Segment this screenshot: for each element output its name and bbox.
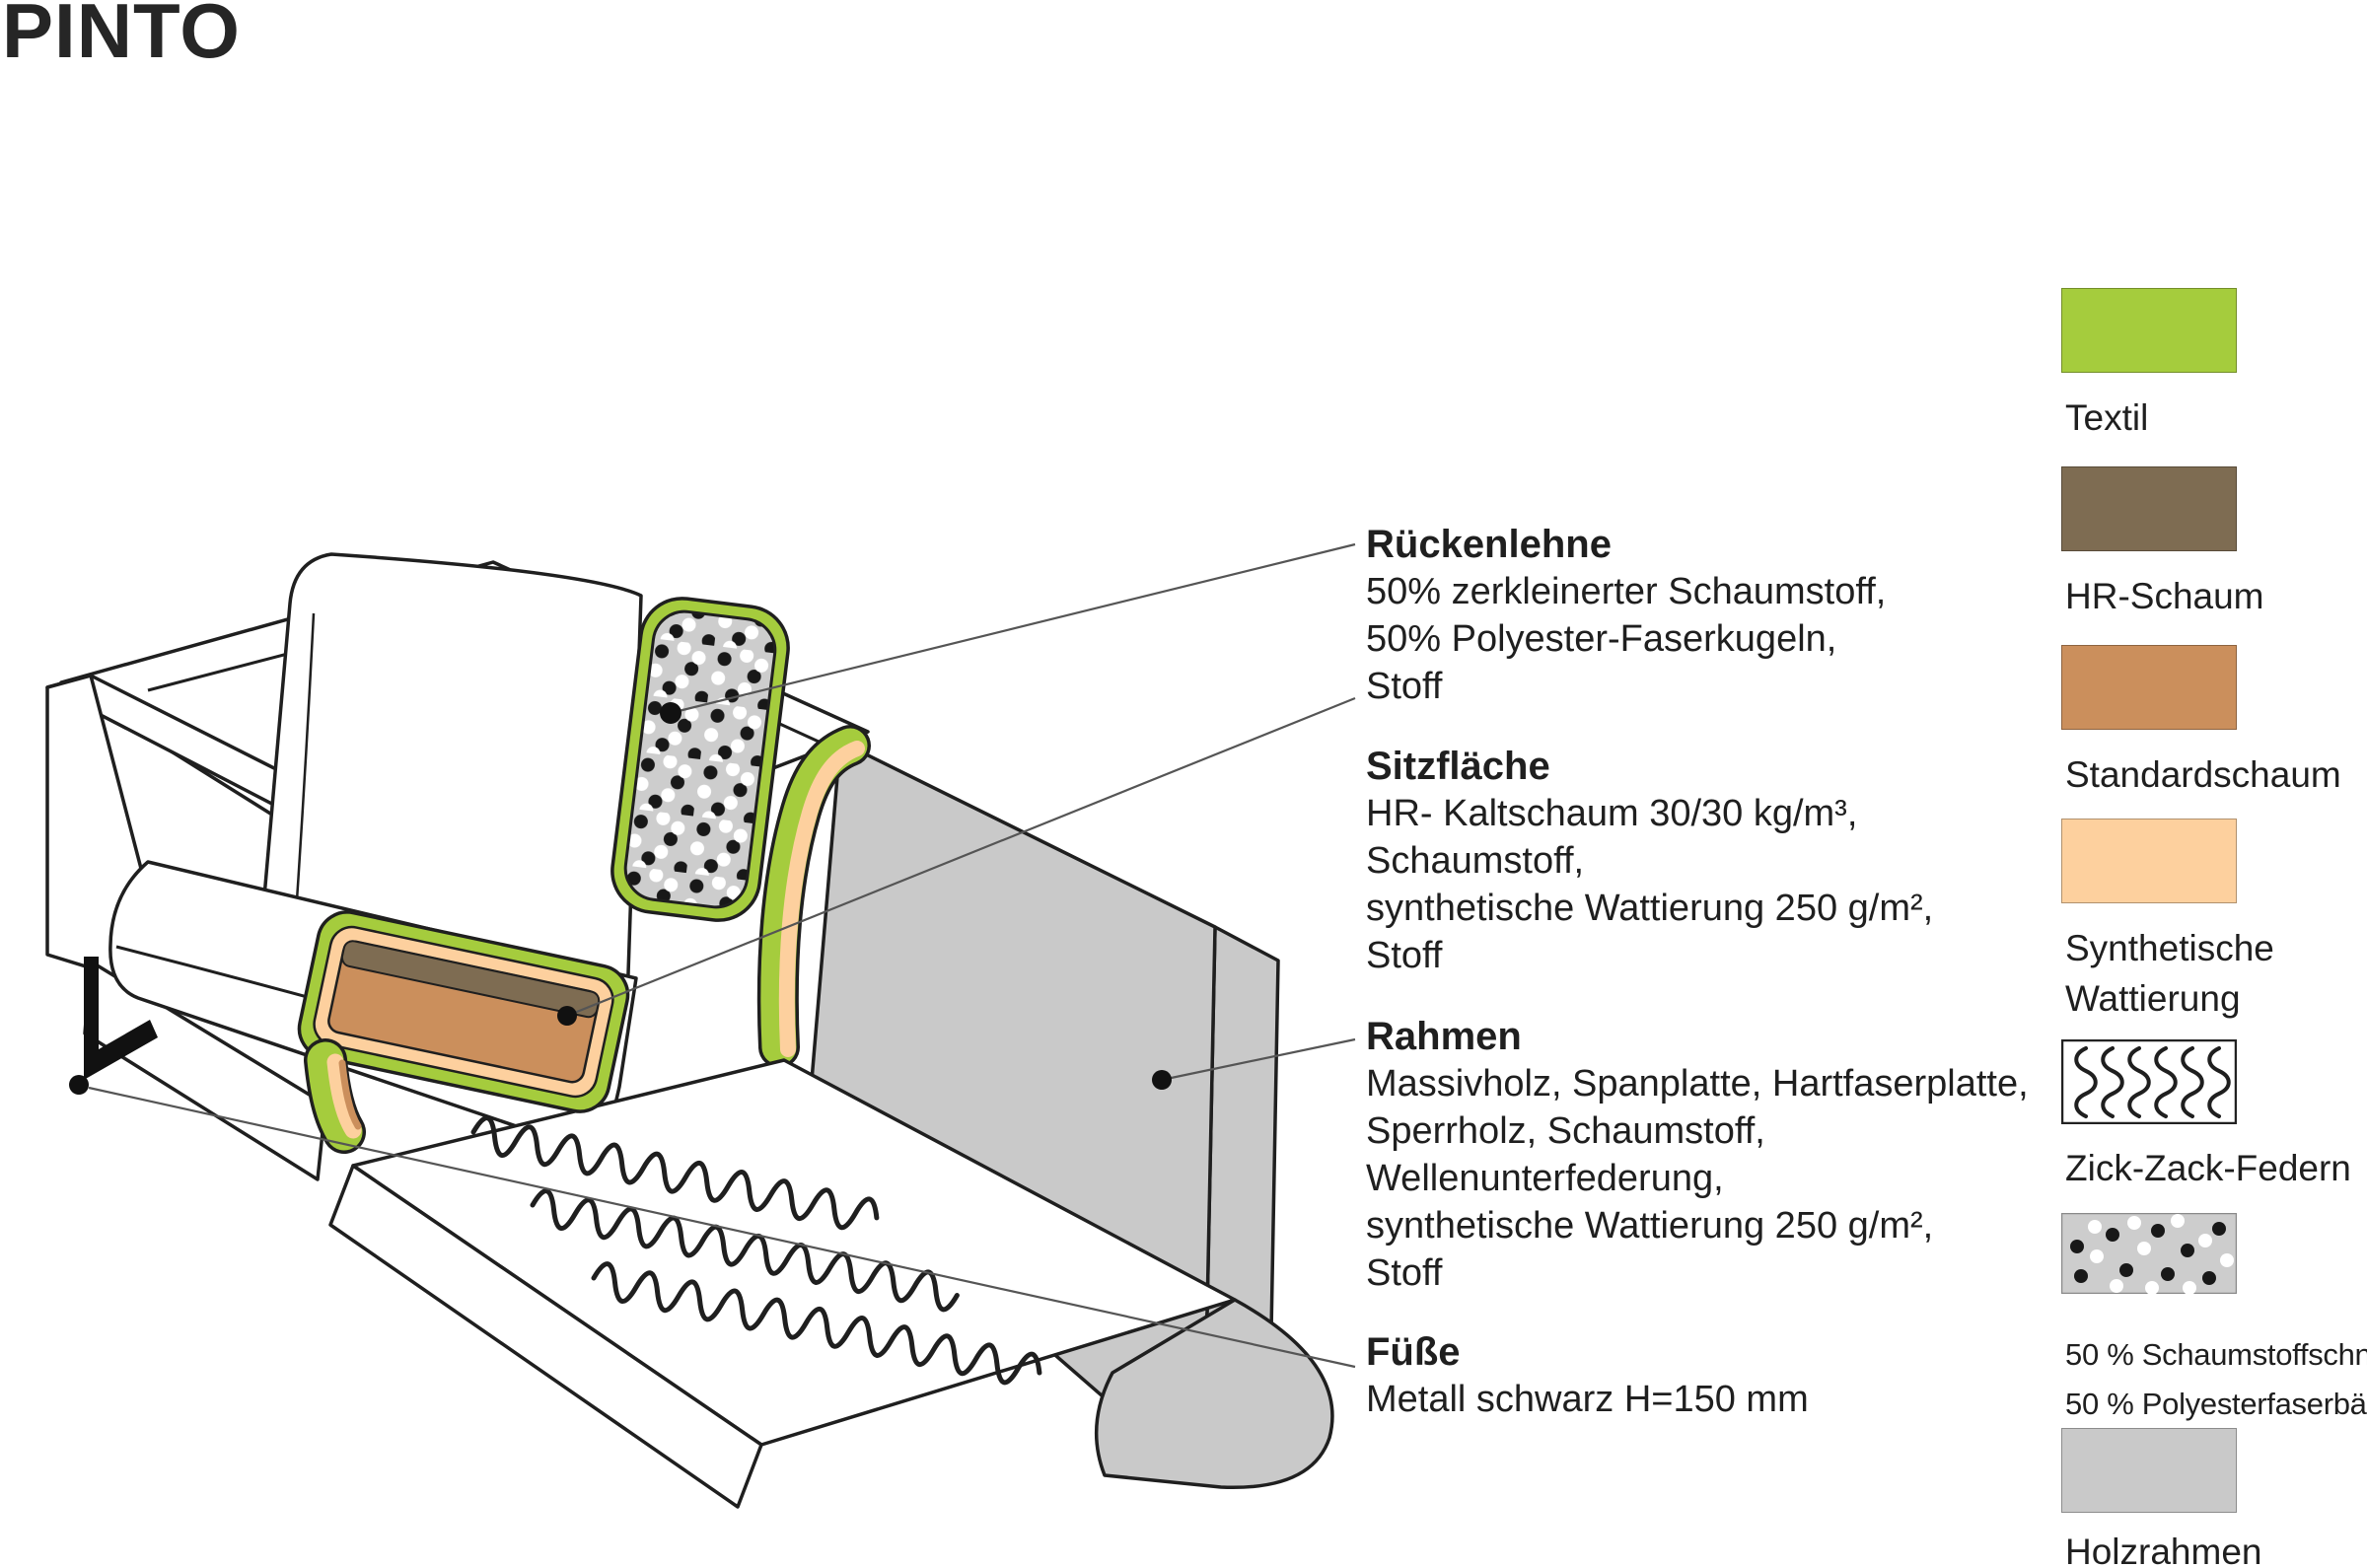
annotation-line: 50% Polyester-Faserkugeln,: [1366, 618, 1837, 660]
annotation-line: Schaumstoff,: [1366, 840, 1585, 882]
callout-dot-sitzflaeche: [557, 1006, 577, 1026]
annotation-heading: Füße: [1366, 1330, 1461, 1374]
annotation-rahmen: Rahmen Massivholz, Spanplatte, Hartfaser…: [1366, 1013, 2037, 1297]
metal-foot: [84, 957, 158, 1080]
annotation-line: Metall schwarz H=150 mm: [1366, 1379, 1809, 1420]
annotation-line: Wellenunterfederung,: [1366, 1158, 1724, 1199]
annotation-line: synthetische Wattierung 250 g/m²,: [1366, 1205, 1934, 1247]
callout-dot-rahmen: [1152, 1070, 1172, 1090]
legend-label-textil: Textil: [2065, 397, 2149, 438]
foam-chips-swatch: [2060, 1212, 2238, 1295]
hr-schaum-swatch: [2061, 466, 2237, 551]
leader-line-rueckenlehne: [670, 542, 1356, 715]
legend-label-hr-schaum: HR-Schaum: [2065, 576, 2264, 616]
legend-label-wattierung: Wattierung: [2065, 978, 2241, 1019]
dots-pattern-icon: [2060, 1212, 2238, 1295]
seat-cross-section: [297, 910, 630, 1113]
synthetische-wattierung-swatch: [2061, 819, 2237, 903]
annotation-line: Stoff: [1366, 935, 1443, 976]
holzrahmen-swatch: [2061, 1428, 2237, 1513]
zigzag-pattern-icon: [2060, 1038, 2238, 1125]
legend-label-holzrahmen: Holzrahmen: [2065, 1532, 2262, 1568]
leader-lines: [88, 542, 1356, 1369]
zick-zack-federn-swatch: [2060, 1038, 2238, 1125]
legend-label-schaumstoffschnipsel: 50 % Schaumstoffschnipsel,: [2065, 1337, 2367, 1372]
callout-dot-rueckenlehne: [660, 702, 681, 724]
annotation-line: HR- Kaltschaum 30/30 kg/m³,: [1366, 793, 1858, 834]
deck-cover-band: [304, 1038, 366, 1154]
legend-label-polyesterfaserbaellchen: 50 % Polyesterfaserbällchen: [2065, 1387, 2367, 1421]
annotation-line: synthetische Wattierung 250 g/m²,: [1366, 888, 1934, 929]
annotation-line: Massivholz, Spanplatte, Hartfaserplatte,: [1366, 1063, 2029, 1105]
callout-dots: [69, 702, 1172, 1095]
standardschaum-swatch: [2061, 645, 2237, 730]
leader-line-rahmen: [1161, 1037, 1356, 1082]
backrest-cross-section: [610, 597, 790, 922]
textil-swatch: [2061, 288, 2237, 373]
legend-label-synthetische: Synthetische: [2065, 928, 2274, 968]
annotation-line: Stoff: [1366, 1252, 1443, 1294]
callout-dot-fuesse: [69, 1075, 89, 1095]
annotation-heading: Sitzfläche: [1366, 745, 1550, 788]
annotation-fuesse: Füße Metall schwarz H=150 mm: [1366, 1328, 2037, 1423]
annotation-heading: Rahmen: [1366, 1015, 1522, 1058]
legend-label-zick-zack-federn: Zick-Zack-Federn: [2065, 1148, 2351, 1188]
backrest-cover-band: [756, 725, 871, 1068]
annotation-heading: Rückenlehne: [1366, 523, 1612, 566]
legend-label-standardschaum: Standardschaum: [2065, 754, 2341, 795]
zigzag-springs: [470, 1115, 1042, 1386]
annotation-sitzflaeche: Sitzfläche HR- Kaltschaum 30/30 kg/m³, S…: [1366, 743, 2037, 979]
leader-line-fuesse: [88, 1086, 1356, 1369]
leader-line-sitzflaeche: [566, 696, 1356, 1018]
annotation-line: Stoff: [1366, 666, 1443, 707]
page-title: PINTO: [2, 0, 241, 74]
annotation-line: 50% zerkleinerter Schaumstoff,: [1366, 571, 1887, 612]
annotation-rueckenlehne: Rückenlehne 50% zerkleinerter Schaumstof…: [1366, 521, 2037, 710]
annotation-line: Sperrholz, Schaumstoff,: [1366, 1110, 1765, 1152]
